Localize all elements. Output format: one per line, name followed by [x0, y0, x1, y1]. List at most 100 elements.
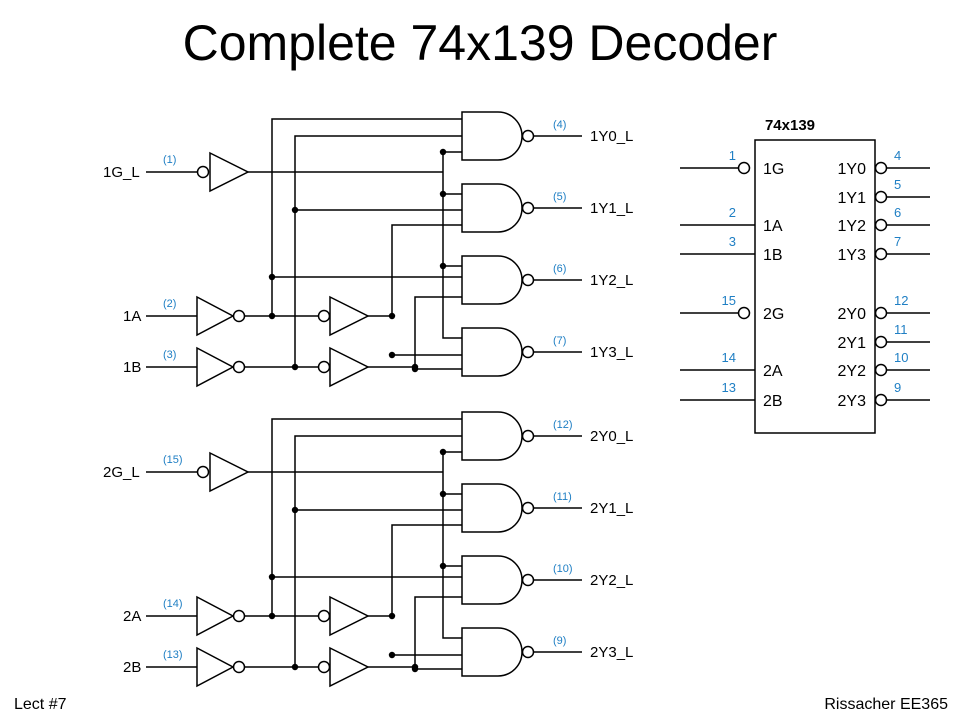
chip-right-pin-label: 2Y0	[838, 306, 867, 323]
chip-right-pin-label: 2Y1	[838, 335, 867, 352]
chip-right-pin-number: 12	[894, 293, 908, 308]
and-gate	[461, 555, 523, 605]
junction-dot	[291, 506, 299, 514]
input-g-label: 1G_L	[103, 164, 140, 181]
junction-dot	[388, 612, 396, 620]
junction-dot	[411, 665, 419, 673]
b-second-bubble	[317, 660, 331, 674]
junction-dot	[268, 573, 276, 581]
output-pin-number: (4)	[553, 119, 566, 131]
output-label: 2Y0_L	[590, 428, 633, 445]
input-a-label: 2A	[123, 608, 141, 625]
chip-right-pin-label: 1Y1	[838, 190, 867, 207]
chip-right-pin-number: 9	[894, 380, 901, 395]
chip-right-pin-number: 4	[894, 148, 901, 163]
chip-right-pin-number: 10	[894, 350, 908, 365]
chip-left-pin-label: 2A	[763, 363, 783, 380]
input-b-pin-number: (13)	[163, 649, 183, 661]
input-b-bubble	[232, 360, 246, 374]
chip-left-pin-bubble	[737, 306, 751, 320]
chip-left-pin-label: 1G	[763, 161, 784, 178]
chip-right-pin-bubble	[874, 218, 888, 232]
input-g-bubble	[196, 465, 210, 479]
and-gate	[461, 255, 523, 305]
junction-dot	[439, 148, 447, 156]
chip-right-pin-label: 1Y3	[838, 247, 867, 264]
chip-left-pin-label: 2B	[763, 393, 783, 410]
output-pin-number: (5)	[553, 191, 566, 203]
a-second-buffer	[329, 295, 370, 337]
a-bus	[271, 118, 462, 316]
output-label: 1Y3_L	[590, 344, 633, 361]
junction-dot	[439, 190, 447, 198]
b-second-buffer	[329, 646, 370, 688]
output-bubble	[521, 201, 535, 215]
chip-right-pin-bubble	[874, 363, 888, 377]
junction-dot	[439, 262, 447, 270]
a-second-bubble	[317, 609, 331, 623]
chip-left-pin-label: 1A	[763, 218, 783, 235]
chip-right-pin-bubble	[874, 393, 888, 407]
junction-dot	[291, 206, 299, 214]
output-bubble	[521, 429, 535, 443]
output-pin-number: (6)	[553, 263, 566, 275]
b-second-bubble	[317, 360, 331, 374]
output-pin-number: (9)	[553, 635, 566, 647]
b-bus	[294, 135, 462, 367]
output-bubble	[521, 273, 535, 287]
chip-left-pin-number: 14	[722, 350, 736, 365]
output-label: 2Y1_L	[590, 500, 633, 517]
junction-dot	[388, 651, 396, 659]
a-comp-bus	[391, 224, 462, 316]
footer-lecture-number: Lect #7	[14, 696, 67, 713]
output-pin-number: (10)	[553, 563, 573, 575]
chip-right-pin-label: 2Y2	[838, 363, 867, 380]
junction-dot	[411, 365, 419, 373]
input-g-bubble	[196, 165, 210, 179]
chip-left-pin-number: 1	[729, 148, 736, 163]
and-gate	[461, 627, 523, 677]
input-g-pin-number: (1)	[163, 154, 176, 166]
chip-left-pin-number: 15	[722, 293, 736, 308]
output-pin-number: (11)	[553, 491, 572, 503]
input-a-pin-number: (2)	[163, 298, 176, 310]
chip-left-pin-number: 3	[729, 234, 736, 249]
output-pin-number: (12)	[553, 419, 573, 431]
output-label: 1Y2_L	[590, 272, 633, 289]
input-a-inverter	[196, 295, 235, 337]
output-label: 2Y2_L	[590, 572, 633, 589]
junction-dot	[268, 273, 276, 281]
chip-body	[754, 139, 876, 434]
chip-right-pin-bubble	[874, 335, 888, 349]
output-bubble	[521, 129, 535, 143]
input-a-bubble	[232, 309, 246, 323]
and-gate	[461, 411, 523, 461]
and-gate	[461, 483, 523, 533]
g-bus	[442, 152, 462, 339]
input-a-bubble	[232, 609, 246, 623]
junction-dot	[439, 562, 447, 570]
chip-left-pin-number: 13	[722, 380, 736, 395]
chip-left-pin-number: 2	[729, 205, 736, 220]
junction-dot	[291, 363, 299, 371]
input-b-pin-number: (3)	[163, 349, 176, 361]
junction-dot	[388, 312, 396, 320]
input-b-inverter	[196, 346, 235, 388]
chip-right-pin-bubble	[874, 190, 888, 204]
input-g-label: 2G_L	[103, 464, 140, 481]
chip-right-pin-bubble	[874, 161, 888, 175]
output-bubble	[521, 573, 535, 587]
and-gate	[461, 111, 523, 161]
b-second-buffer	[329, 346, 370, 388]
chip-right-pin-label: 1Y0	[838, 161, 867, 178]
chip-right-pin-number: 7	[894, 234, 901, 249]
output-bubble	[521, 345, 535, 359]
output-bubble	[521, 645, 535, 659]
output-label: 2Y3_L	[590, 644, 633, 661]
and-gate	[461, 327, 523, 377]
junction-dot	[439, 490, 447, 498]
input-b-label: 1B	[123, 359, 141, 376]
input-b-bubble	[232, 660, 246, 674]
junction-dot	[439, 448, 447, 456]
slide-title: Complete 74x139 Decoder	[182, 15, 778, 71]
